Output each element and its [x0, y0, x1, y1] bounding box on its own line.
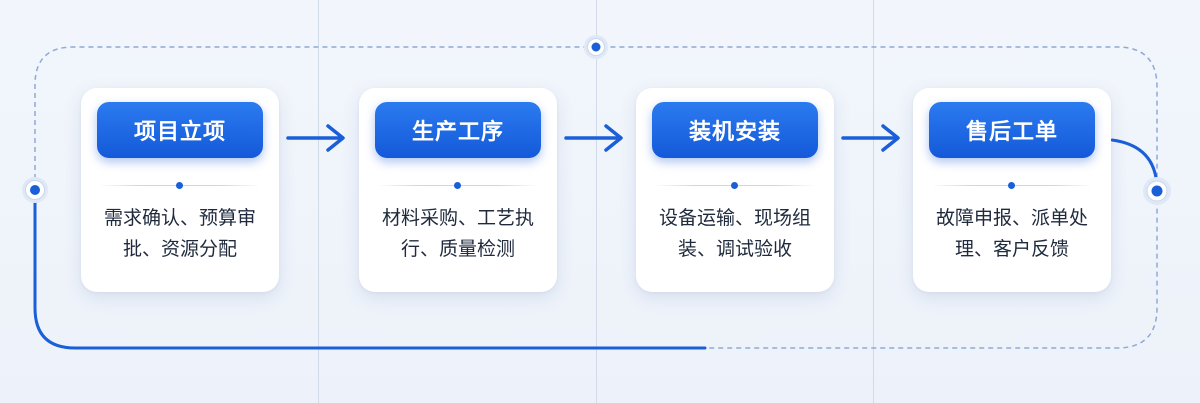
flow-arrow-right-icon — [286, 124, 345, 152]
flow-arrow-right-icon — [564, 124, 623, 152]
step-description-line: 需求确认、预算审 — [103, 207, 256, 229]
loop-solid-return-path — [33, 190, 707, 350]
separator-dot — [1008, 182, 1015, 189]
step-title: 项目立项 — [97, 102, 263, 158]
column-divider — [873, 0, 874, 403]
step-description: 设备运输、现场组 装、调试验收 — [648, 203, 822, 265]
step-title: 装机安装 — [652, 102, 818, 158]
separator-dot — [731, 182, 738, 189]
step-description-line: 装、调试验收 — [677, 238, 792, 260]
flow-arrow-right-icon — [841, 124, 900, 152]
step-description-line: 批、资源分配 — [122, 238, 237, 260]
step-title: 售后工单 — [929, 102, 1095, 158]
step-card-project-initiation: 项目立项 需求确认、预算审 批、资源分配 — [81, 88, 279, 292]
step-description: 材料采购、工艺执 行、质量检测 — [371, 203, 545, 265]
step-title: 生产工序 — [375, 102, 541, 158]
step-description-line: 设备运输、现场组 — [658, 207, 811, 229]
step-description-line: 故障申报、派单处 — [935, 207, 1088, 229]
step-description-line: 行、质量检测 — [400, 238, 515, 260]
step-card-after-sales: 售后工单 故障申报、派单处 理、客户反馈 — [913, 88, 1111, 292]
loop-node-top — [584, 35, 608, 59]
separator-dot — [454, 182, 461, 189]
column-divider — [318, 0, 319, 403]
step-card-installation: 装机安装 设备运输、现场组 装、调试验收 — [636, 88, 834, 292]
loop-node-left — [22, 177, 48, 203]
column-divider — [596, 0, 597, 403]
loop-node-right — [1143, 177, 1171, 205]
step-card-production-process: 生产工序 材料采购、工艺执 行、质量检测 — [359, 88, 557, 292]
step-description-line: 理、客户反馈 — [954, 238, 1069, 260]
step-description: 故障申报、派单处 理、客户反馈 — [925, 203, 1099, 265]
step-description-line: 材料采购、工艺执 — [381, 207, 534, 229]
step-description: 需求确认、预算审 批、资源分配 — [93, 203, 267, 265]
separator-dot — [176, 182, 183, 189]
